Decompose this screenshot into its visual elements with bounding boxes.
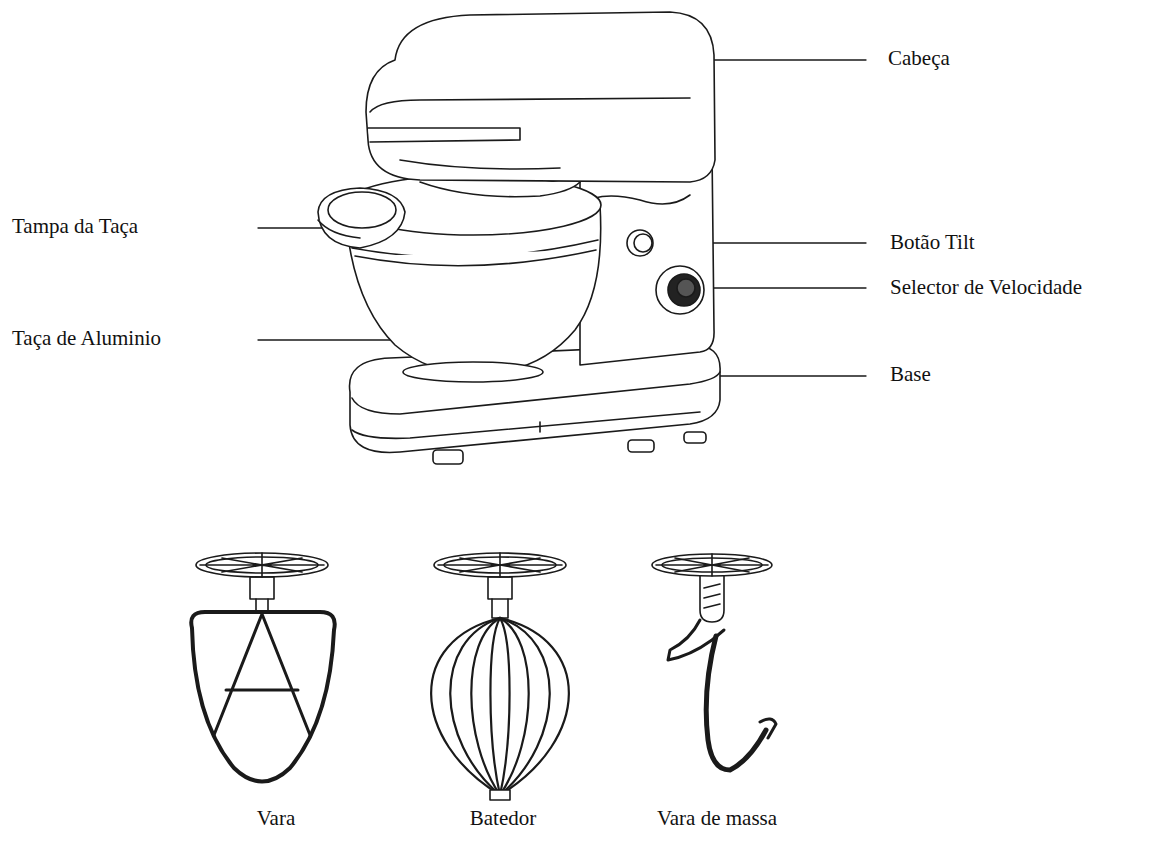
part-label: Taça de Aluminio [12, 326, 161, 351]
whisk-wire [471, 618, 500, 795]
bowl-lid [318, 188, 405, 248]
attachment-caption: Vara de massa [657, 806, 777, 831]
part-label: Tampa da Taça [12, 214, 138, 239]
attachment-caption: Batedor [470, 806, 536, 831]
whisk-wire [431, 618, 500, 795]
dough-hook [652, 554, 776, 770]
mixer-head [366, 12, 715, 197]
part-label: Cabeça [888, 46, 950, 71]
attachment-caption: Vara [257, 806, 295, 831]
part-label: Botão Tilt [890, 230, 975, 255]
whisk-wire [450, 618, 500, 795]
tilt-button [627, 230, 653, 256]
flat-beater [191, 553, 334, 782]
whisk-wire [490, 618, 500, 795]
whisk-wire [500, 618, 550, 795]
part-label: Selector de Velocidade [890, 275, 1082, 300]
whisk [431, 553, 569, 800]
speed-selector [656, 266, 704, 314]
part-label: Base [890, 362, 931, 387]
whisk-wire [500, 618, 510, 795]
whisk-wire [500, 618, 569, 795]
